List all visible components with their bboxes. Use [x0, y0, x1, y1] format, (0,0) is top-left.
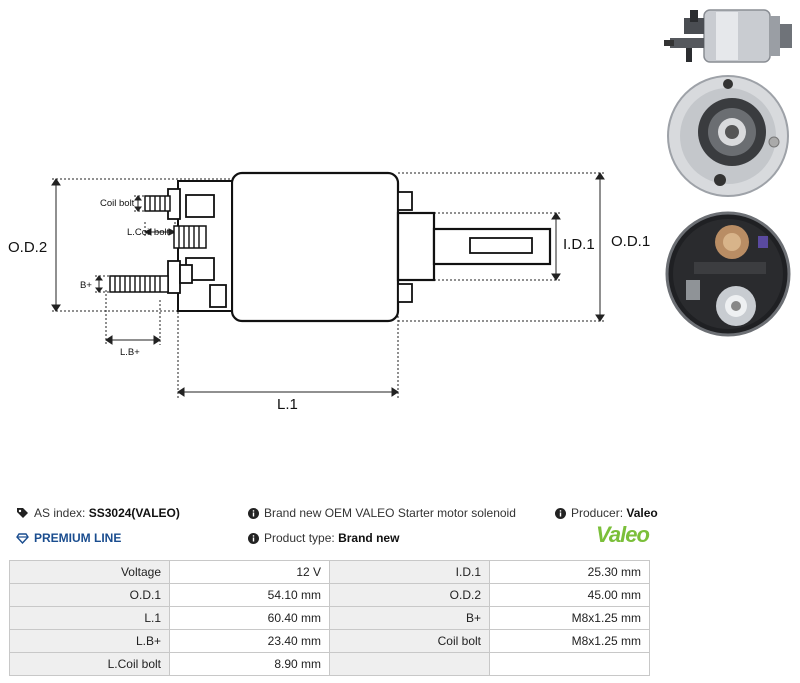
spec-value: 54.10 mm [169, 583, 330, 607]
spec-label: Coil bolt [329, 629, 490, 653]
l-coil-bolt-label: L.Coil bolt [127, 227, 170, 238]
spec-value: 25.30 mm [489, 560, 650, 584]
spec-value: 60.40 mm [169, 606, 330, 630]
diamond-icon [16, 533, 29, 545]
od2-label: O.D.2 [8, 239, 47, 256]
product-photo-terminals [665, 211, 791, 337]
table-row: O.D.1 54.10 mm O.D.2 45.00 mm [9, 583, 650, 607]
specs-table: Voltage 12 V I.D.1 25.30 mm O.D.1 54.10 … [9, 560, 650, 676]
tag-icon [17, 508, 28, 519]
spec-label: L.B+ [9, 629, 170, 653]
spec-label: O.D.2 [329, 583, 490, 607]
spec-label: O.D.1 [9, 583, 170, 607]
table-row: Voltage 12 V I.D.1 25.30 mm [9, 560, 650, 584]
spec-label: L.1 [9, 606, 170, 630]
as-index: AS index: SS3024(VALEO) [16, 506, 180, 520]
spec-label [329, 652, 490, 676]
premium-line-label: PREMIUM LINE [34, 531, 122, 545]
info-icon [555, 508, 566, 520]
spec-label: B+ [329, 606, 490, 630]
table-row: L.1 60.40 mm B+ M8x1.25 mm [9, 606, 650, 630]
producer: Producer: Valeo [555, 506, 658, 520]
description-text: Brand new OEM VALEO Starter motor soleno… [264, 506, 516, 520]
table-row: L.B+ 23.40 mm Coil bolt M8x1.25 mm [9, 629, 650, 653]
info-icon [248, 508, 259, 520]
product-photo-front [667, 75, 789, 197]
spec-value: 45.00 mm [489, 583, 650, 607]
b-plus-label: B+ [80, 280, 92, 291]
producer-value: Valeo [626, 506, 658, 520]
lb-plus-label: L.B+ [120, 347, 140, 358]
product-type: Product type: Brand new [248, 531, 399, 545]
coil-bolt-label: Coil bolt [100, 198, 135, 209]
spec-label: L.Coil bolt [9, 652, 170, 676]
product-description: Brand new OEM VALEO Starter motor soleno… [248, 506, 516, 520]
spec-value: M8x1.25 mm [489, 606, 650, 630]
spec-label: I.D.1 [329, 560, 490, 584]
id1-label: I.D.1 [563, 236, 595, 253]
producer-label: Producer: [571, 506, 624, 520]
l1-label: L.1 [277, 396, 298, 413]
premium-line-badge: PREMIUM LINE [16, 531, 121, 545]
solenoid-dimension-drawing: O.D.2 O.D.1 I.D.1 L.1 Coil bolt L.Coil b… [8, 171, 650, 413]
product-type-value: Brand new [338, 531, 400, 545]
info-icon [248, 533, 259, 545]
spec-value: M8x1.25 mm [489, 629, 650, 653]
as-index-value: SS3024(VALEO) [88, 506, 180, 520]
valeo-logo: Valeo [596, 522, 650, 547]
spec-value: 8.90 mm [169, 652, 330, 676]
spec-value: 23.40 mm [169, 629, 330, 653]
product-type-label: Product type: [264, 531, 335, 545]
product-photo-side [664, 9, 792, 63]
spec-label: Voltage [9, 560, 170, 584]
spec-value [489, 652, 650, 676]
od1-label: O.D.1 [611, 233, 650, 250]
as-index-label: AS index: [34, 506, 86, 520]
spec-value: 12 V [169, 560, 330, 584]
table-row: L.Coil bolt 8.90 mm [9, 652, 650, 676]
